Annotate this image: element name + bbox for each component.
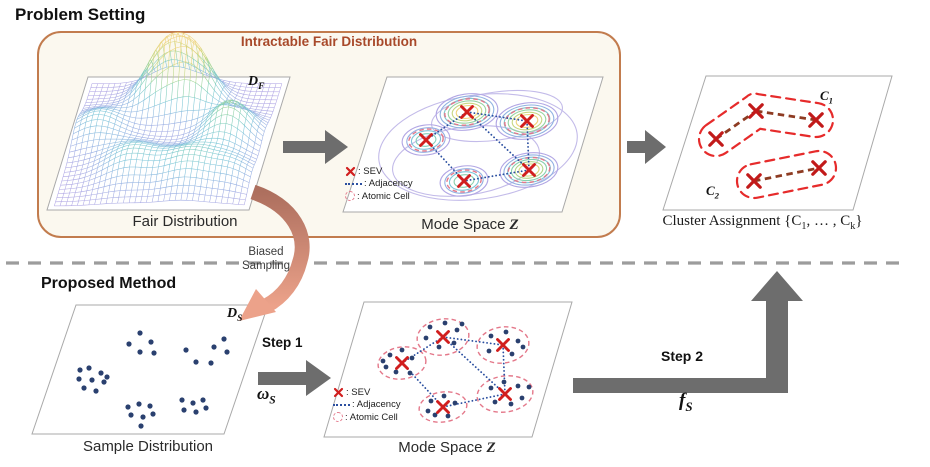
step2-label: Step 2 (661, 348, 704, 364)
adjacency-line-icon (333, 403, 350, 406)
legend-row-cell: : Atomic Cell (345, 190, 413, 203)
sample-distribution-label: Sample Distribution (82, 438, 214, 455)
legend-top: : SEV : Adjacency : Atomic Cell (345, 165, 413, 203)
legend-bottom: : SEV : Adjacency : Atomic Cell (333, 386, 401, 424)
legend-row-sev: : SEV (333, 386, 401, 399)
intractable-title: Intractable Fair Distribution (240, 34, 418, 49)
adjacency-line-icon (345, 182, 362, 185)
problem-setting-title: Problem Setting (15, 5, 146, 24)
step1-label: Step 1 (262, 335, 303, 350)
script-z-symbol: Z (486, 440, 496, 456)
legend-row-adjacency: : Adjacency (345, 178, 413, 191)
c1-label: C1 (820, 88, 834, 106)
f-s-label: fS (679, 390, 693, 414)
cluster-assignment-label: Cluster Assignment {C1, … , Ck} (662, 213, 863, 232)
df-label: DF (248, 74, 265, 92)
script-z-symbol: Z (509, 217, 519, 233)
omega-s-label: ωS (257, 384, 276, 407)
legend-row-sev: : SEV (345, 165, 413, 178)
legend-row-cell: : Atomic Cell (333, 411, 401, 424)
ds-label: DS (227, 306, 243, 324)
atomic-cell-icon (345, 191, 355, 202)
biased-sampling-label: Biased Sampling (242, 246, 290, 272)
sev-x-icon (333, 387, 344, 397)
fair-distribution-label: Fair Distribution (132, 213, 238, 230)
c2-label: C2 (706, 183, 720, 201)
proposed-method-title: Proposed Method (41, 275, 177, 292)
legend-row-adjacency: : Adjacency (333, 399, 401, 412)
atomic-cell-icon (333, 412, 343, 423)
sev-x-icon (345, 166, 356, 176)
